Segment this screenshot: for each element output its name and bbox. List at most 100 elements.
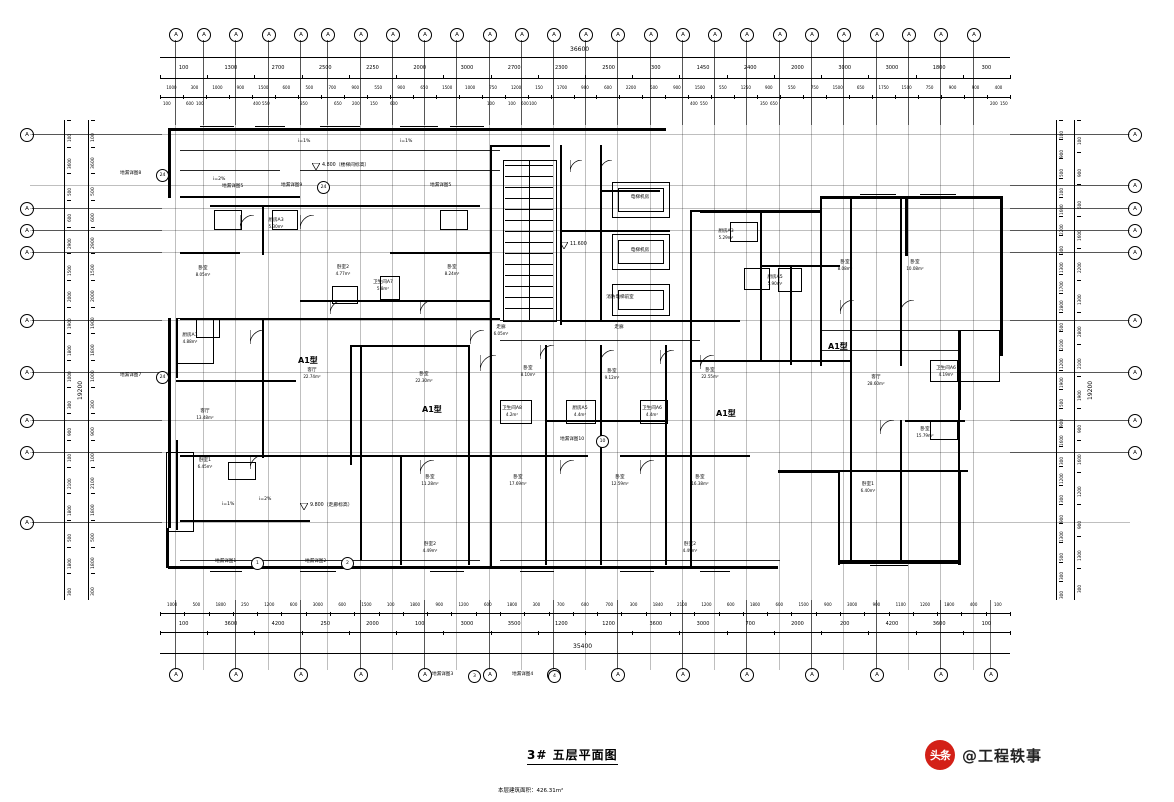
- grid-bubble-top[interactable]: A: [169, 28, 183, 42]
- grid-line-vertical: [489, 600, 490, 668]
- dim-tick: [537, 75, 539, 79]
- dim-value: 500: [1059, 399, 1064, 408]
- callout-bubble[interactable]: 10: [596, 435, 609, 448]
- grid-bubble-right[interactable]: A: [1128, 414, 1142, 428]
- grid-bubble-top[interactable]: A: [837, 28, 851, 42]
- callout-bubble[interactable]: 2: [341, 557, 354, 570]
- grid-bubble-top[interactable]: A: [483, 28, 497, 42]
- grid-bubble-top[interactable]: A: [644, 28, 658, 42]
- grid-bubble-top[interactable]: A: [197, 28, 211, 42]
- grid-bubble-top[interactable]: A: [611, 28, 625, 42]
- grid-bubble-left[interactable]: A: [20, 516, 34, 530]
- grid-bubble-right[interactable]: A: [1128, 224, 1142, 238]
- room-area: 4.19m²: [938, 371, 954, 377]
- grid-bubble-top[interactable]: A: [579, 28, 593, 42]
- grid-bubble-top[interactable]: A: [676, 28, 690, 42]
- dim-tick: [67, 253, 71, 255]
- grid-bubble-top[interactable]: A: [321, 28, 335, 42]
- grid-bubble-top[interactable]: A: [773, 28, 787, 42]
- grid-bubble-top[interactable]: A: [386, 28, 400, 42]
- grid-bubble-bottom[interactable]: A: [805, 668, 819, 682]
- grid-bubble-right[interactable]: A: [1128, 179, 1142, 193]
- dim-tick: [1077, 408, 1081, 409]
- interior-wall: [420, 300, 490, 302]
- grid-bubble-top[interactable]: A: [805, 28, 819, 42]
- interior-wall: [262, 205, 264, 255]
- dim-tick: [1059, 139, 1063, 141]
- grid-bubble-left[interactable]: A: [20, 414, 34, 428]
- grid-bubble-top[interactable]: A: [262, 28, 276, 42]
- grid-bubble-left[interactable]: A: [20, 128, 34, 142]
- dim-tick: [427, 612, 429, 616]
- callout-bubble[interactable]: 24: [156, 371, 169, 384]
- grid-bubble-right[interactable]: A: [1128, 202, 1142, 216]
- callout-bubble[interactable]: 3: [468, 670, 481, 683]
- grid-bubble-top[interactable]: A: [708, 28, 722, 42]
- grid-bubble-bottom[interactable]: A: [418, 668, 432, 682]
- grid-bubble-bottom[interactable]: A: [169, 668, 183, 682]
- grid-bubble-top[interactable]: A: [294, 28, 308, 42]
- window-symbol: [700, 567, 730, 568]
- grid-bubble-right[interactable]: A: [1128, 366, 1142, 380]
- door-swing: [600, 350, 614, 364]
- dim-tick: [435, 95, 437, 99]
- dim-tick: [849, 95, 851, 99]
- grid-bubble-top[interactable]: A: [870, 28, 884, 42]
- interior-wall: [690, 210, 810, 212]
- door-swing: [600, 160, 612, 172]
- dim-value: 2100: [91, 477, 96, 489]
- dim-tick: [1059, 292, 1063, 294]
- grid-bubble-bottom[interactable]: A: [229, 668, 243, 682]
- grid-bubble-left[interactable]: A: [20, 314, 34, 328]
- grid-bubble-bottom[interactable]: A: [740, 668, 754, 682]
- grid-bubble-top[interactable]: A: [967, 28, 981, 42]
- callout-label: 地漏详图5: [430, 183, 452, 188]
- callout-bubble[interactable]: 4: [548, 670, 561, 683]
- dim-tick: [1059, 484, 1063, 486]
- grid-bubble-left[interactable]: A: [20, 202, 34, 216]
- grid-bubble-bottom[interactable]: A: [611, 668, 625, 682]
- grid-bubble-right[interactable]: A: [1128, 314, 1142, 328]
- dim-tick: [1077, 440, 1081, 441]
- dim-line: [88, 120, 89, 600]
- grid-bubble-bottom[interactable]: A: [676, 668, 690, 682]
- dim-tick: [767, 612, 769, 616]
- callout-bubble[interactable]: 24: [317, 181, 330, 194]
- grid-bubble-bottom[interactable]: A: [870, 668, 884, 682]
- grid-bubble-top[interactable]: A: [934, 28, 948, 42]
- grid-bubble-bottom[interactable]: A: [934, 668, 948, 682]
- grid-bubble-right[interactable]: A: [1128, 446, 1142, 460]
- grid-bubble-bottom[interactable]: A: [354, 668, 368, 682]
- dim-value: 600: [338, 602, 346, 607]
- grid-bubble-left[interactable]: A: [20, 366, 34, 380]
- grid-bubble-right[interactable]: A: [1128, 246, 1142, 260]
- dim-value: 550: [374, 85, 383, 90]
- dim-tick: [67, 333, 71, 335]
- callout-bubble[interactable]: 24: [156, 169, 169, 182]
- grid-bubble-bottom[interactable]: A: [294, 668, 308, 682]
- grid-bubble-top[interactable]: A: [450, 28, 464, 42]
- dim-value-small: 100: [529, 101, 537, 106]
- grid-bubble-bottom[interactable]: A: [984, 668, 998, 682]
- grid-bubble-top[interactable]: A: [515, 28, 529, 42]
- grid-line: [392, 40, 393, 670]
- dim-value: 100: [91, 133, 96, 143]
- grid-bubble-left[interactable]: A: [20, 246, 34, 260]
- interior-wall: [600, 230, 602, 320]
- grid-bubble-top[interactable]: A: [902, 28, 916, 42]
- callout-bubble[interactable]: 1: [251, 557, 264, 570]
- grid-bubble-top[interactable]: A: [547, 28, 561, 42]
- dim-value: 1500: [442, 85, 453, 90]
- grid-bubble-top[interactable]: A: [740, 28, 754, 42]
- grid-bubble-top[interactable]: A: [229, 28, 243, 42]
- grid-bubble-right[interactable]: A: [1128, 128, 1142, 142]
- grid-bubble-left[interactable]: A: [20, 446, 34, 460]
- grid-bubble-bottom[interactable]: A: [483, 668, 497, 682]
- dim-tick: [490, 631, 492, 635]
- grid-bubble-top[interactable]: A: [418, 28, 432, 42]
- grid-bubble-left[interactable]: A: [20, 224, 34, 238]
- grid-bubble-top[interactable]: A: [354, 28, 368, 42]
